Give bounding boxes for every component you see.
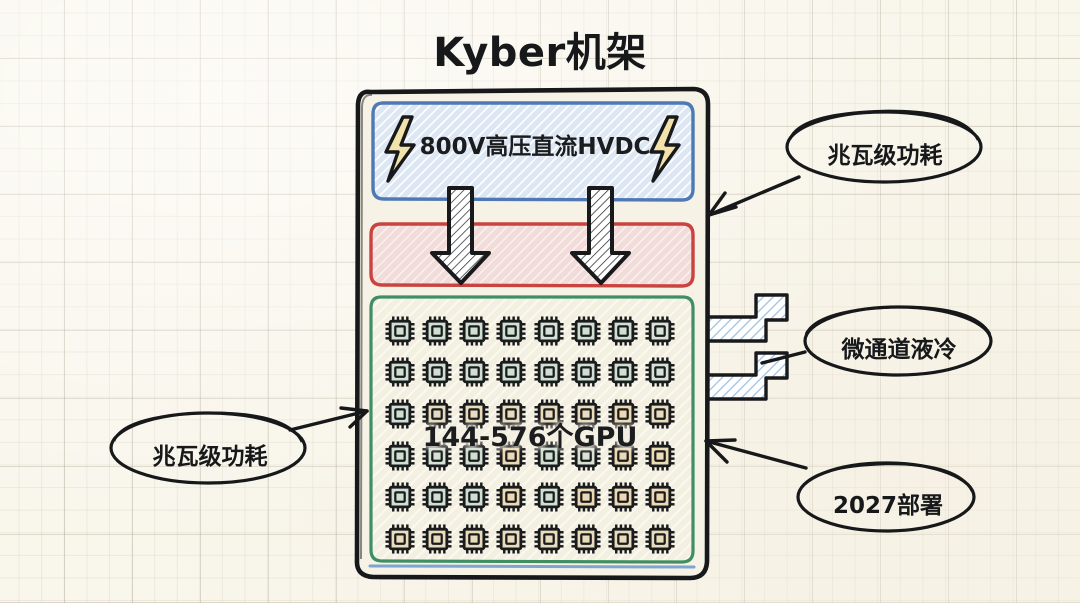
gpu-chip-icon [571, 441, 601, 471]
gpu-chip-icon [608, 357, 638, 388]
gpu-chip-icon [571, 357, 601, 388]
gpu-chip-icon [645, 482, 675, 513]
callout-label-deploy: 2027部署 [832, 493, 943, 519]
gpu-chip-icon [534, 399, 564, 429]
gpu-chip-icon [645, 441, 675, 471]
callout-label-power-left: 兆瓦级功耗 [152, 444, 268, 470]
gpu-chip-icon [645, 399, 675, 429]
gpu-chip-icon [534, 441, 564, 471]
callout-label-cooling: 微通道液冷 [841, 337, 957, 363]
gpu-chip-icon [459, 524, 489, 554]
liquid-cooling-pipe-bottom [698, 351, 789, 401]
gpu-chip-icon [385, 524, 415, 554]
gpu-count-label: 144-576个GPU [422, 422, 638, 453]
gpu-chip-icon [496, 482, 526, 513]
gpu-chip-icon [645, 316, 675, 346]
lightning-bolt-icon-right [649, 115, 681, 183]
gpu-chip-grid [381, 310, 679, 560]
hvdc-box [371, 101, 695, 202]
gpu-chip-icon [459, 399, 489, 429]
gpu-chip-icon [571, 399, 601, 429]
gpu-chip-icon [459, 357, 489, 388]
gpu-chip-icon [608, 441, 638, 471]
rack-bottom-accent-line [368, 564, 696, 569]
gpu-chip-icon [385, 357, 415, 388]
gpu-chip-icon [534, 482, 564, 513]
gpu-chip-icon [534, 316, 564, 346]
gpu-chip-icon [608, 524, 638, 554]
gpu-chip-icon [608, 316, 638, 346]
power-flow-arrow-left [430, 186, 491, 285]
gpu-chip-icon [496, 524, 526, 554]
gpu-chip-icon [608, 482, 638, 513]
callout-power-left[interactable] [109, 406, 369, 485]
callout-label-power-right: 兆瓦级功耗 [827, 143, 943, 169]
lightning-bolt-icon-left [384, 115, 416, 183]
gpu-chip-icon [496, 316, 526, 346]
page-title: Kyber机架 [433, 30, 647, 76]
gpu-chip-icon [422, 357, 452, 388]
callout-power-right[interactable] [707, 109, 983, 217]
gpu-chip-icon [422, 441, 452, 471]
gpu-chip-icon [385, 441, 415, 471]
gpu-chip-icon [496, 357, 526, 388]
gpu-chip-icon [571, 316, 601, 346]
hvdc-label: 800V高压直流HVDC [419, 134, 651, 160]
gpu-chip-icon [459, 316, 489, 346]
gpu-chip-icon [385, 399, 415, 429]
gpu-chip-icon [645, 524, 675, 554]
gpu-chip-icon [459, 482, 489, 513]
gpu-chip-icon [645, 357, 675, 388]
power-flow-arrow-right [570, 186, 631, 285]
callout-deploy[interactable] [704, 438, 976, 533]
liquid-cooling-pipe-top [698, 293, 789, 343]
gpu-chip-icon [571, 524, 601, 554]
thermal-box [369, 222, 695, 288]
gpu-chip-icon [608, 399, 638, 429]
gpu-chip-icon [422, 524, 452, 554]
gpu-chip-icon [422, 399, 452, 429]
gpu-chip-icon [459, 441, 489, 471]
gpu-chip-icon [422, 316, 452, 346]
gpu-chip-icon [534, 357, 564, 388]
gpu-chip-icon [385, 316, 415, 346]
gpu-chip-icon [385, 482, 415, 513]
gpu-chip-icon [496, 399, 526, 429]
callout-cooling[interactable] [760, 305, 993, 377]
gpu-chip-icon [422, 482, 452, 513]
gpu-chip-icon [496, 441, 526, 471]
gpu-chip-icon [534, 524, 564, 554]
gpu-chip-icon [571, 482, 601, 513]
